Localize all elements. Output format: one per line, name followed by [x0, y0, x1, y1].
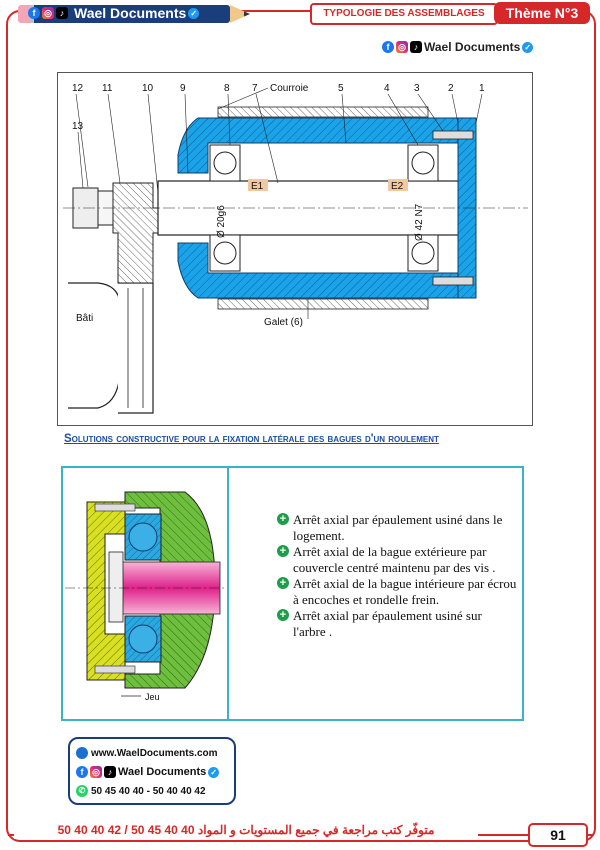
solutions-list: + Arrêt axial par épaulement usiné dans … [277, 512, 517, 640]
solution-text-2: Arrêt axial de la bague extérieure par c… [293, 544, 496, 575]
housing-dimension: Ø 42 N7 [414, 203, 425, 241]
part-number-7: 7 [252, 83, 258, 94]
bati-label: Bâti [76, 313, 93, 324]
page-frame [6, 10, 596, 842]
list-item: + Arrêt axial par épaulement usiné sur l… [277, 608, 517, 640]
solutions-divider [227, 468, 229, 719]
instagram-icon: ◎ [42, 7, 54, 19]
phone-numbers: 50 45 40 40 - 50 40 40 42 [91, 785, 206, 797]
facebook-icon: f [76, 766, 88, 778]
galet-label: Galet (6) [264, 317, 303, 328]
globe-icon [76, 747, 88, 759]
list-item: + Arrêt axial de la bague intérieure par… [277, 576, 517, 608]
part-number-1: 1 [479, 83, 485, 94]
plus-icon: + [277, 609, 289, 621]
topic-title: TYPOLOGIE DES ASSEMBLAGES [310, 3, 498, 25]
plus-icon: + [277, 545, 289, 557]
part-number-11: 11 [102, 83, 113, 94]
plus-icon: + [277, 577, 289, 589]
section-title: Solutions constructive pour la fixation … [64, 433, 439, 445]
assembly-drawing: E1 E2 Ø 20g6 Ø 42 N7 Courroie Bâti Galet… [57, 72, 533, 426]
solution-text-3: Arrêt axial de la bague intérieure par é… [293, 576, 517, 607]
assembly-drawing-svg: E1 E2 Ø 20g6 Ø 42 N7 Courroie Bâti Galet… [63, 83, 528, 414]
tiktok-icon: ♪ [104, 766, 116, 778]
list-item: + Arrêt axial de la bague extérieure par… [277, 544, 517, 576]
verified-icon: ✓ [522, 41, 534, 53]
bearing-fixation-drawing: Jeu [65, 491, 225, 702]
brand-right-name: Wael Documents [424, 40, 521, 54]
part-number-5: 5 [338, 83, 344, 94]
part-number-8: 8 [224, 83, 230, 94]
courroie-label: Courroie [270, 83, 309, 94]
part-number-10: 10 [142, 83, 154, 94]
whatsapp-icon: ✆ [76, 785, 88, 797]
theme-badge: Thème N°3 [494, 2, 590, 24]
footer-text: متوفّر كتب مراجعة في جميع المستويات و ال… [14, 823, 478, 839]
header-brand: f ◎ ♪ Wael Documents ✓ [28, 5, 200, 21]
part-number-3: 3 [414, 83, 420, 94]
instagram-icon: ◎ [90, 766, 102, 778]
leader-lines [75, 87, 483, 319]
part-number-13: 13 [72, 121, 84, 132]
shaft-dimension: Ø 20g6 [216, 205, 227, 238]
contact-card: www.WaelDocuments.com f ◎ ♪ Wael Documen… [68, 737, 236, 805]
solution-text-1: Arrêt axial par épaulement usiné dans le… [293, 512, 503, 543]
website-link[interactable]: www.WaelDocuments.com [91, 747, 218, 759]
part-number-9: 9 [180, 83, 186, 94]
solutions-box: Jeu + Arrêt axial par épaulement usiné d… [61, 466, 524, 721]
facebook-icon: f [382, 41, 394, 53]
plus-icon: + [277, 513, 289, 525]
solution-text-4: Arrêt axial par épaulement usiné sur l'a… [293, 608, 482, 639]
tiktok-icon: ♪ [56, 7, 68, 19]
list-item: + Arrêt axial par épaulement usiné dans … [277, 512, 517, 544]
card-brand-name: Wael Documents [118, 766, 207, 778]
facebook-icon: f [28, 7, 40, 19]
part-number-2: 2 [448, 83, 454, 94]
verified-icon: ✓ [188, 7, 200, 19]
header-brand-name: Wael Documents [74, 5, 187, 21]
e1-label: E1 [251, 181, 264, 192]
jeu-label: Jeu [145, 692, 160, 702]
instagram-icon: ◎ [396, 41, 408, 53]
card-brand-row: f ◎ ♪ Wael Documents ✓ [76, 766, 220, 778]
verified-icon: ✓ [208, 766, 220, 778]
card-website-row: www.WaelDocuments.com [76, 747, 218, 759]
part-number-12: 12 [72, 83, 84, 94]
page-number: 91 [528, 823, 588, 847]
card-phone-row: ✆ 50 45 40 40 - 50 40 40 42 [76, 785, 206, 797]
brand-pencil-banner [18, 5, 250, 23]
brand-right: f ◎ ♪ Wael Documents ✓ [382, 39, 534, 55]
tiktok-icon: ♪ [410, 41, 422, 53]
part-number-4: 4 [384, 83, 390, 94]
e2-label: E2 [391, 181, 404, 192]
